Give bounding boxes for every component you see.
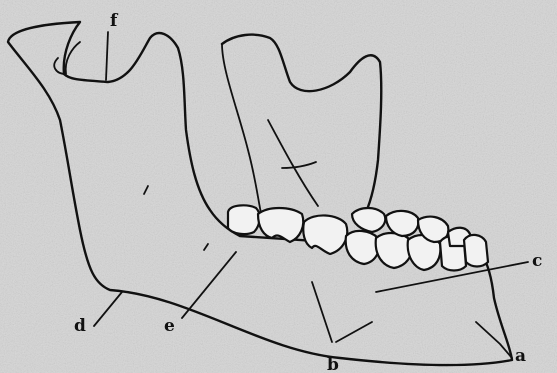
label-b: b <box>327 355 339 373</box>
tooth-1 <box>228 205 260 234</box>
tooth-12 <box>464 235 488 267</box>
label-c: c <box>532 251 542 271</box>
label-d: d <box>74 316 86 336</box>
label-e: e <box>164 316 175 336</box>
label-a: a <box>515 346 526 366</box>
